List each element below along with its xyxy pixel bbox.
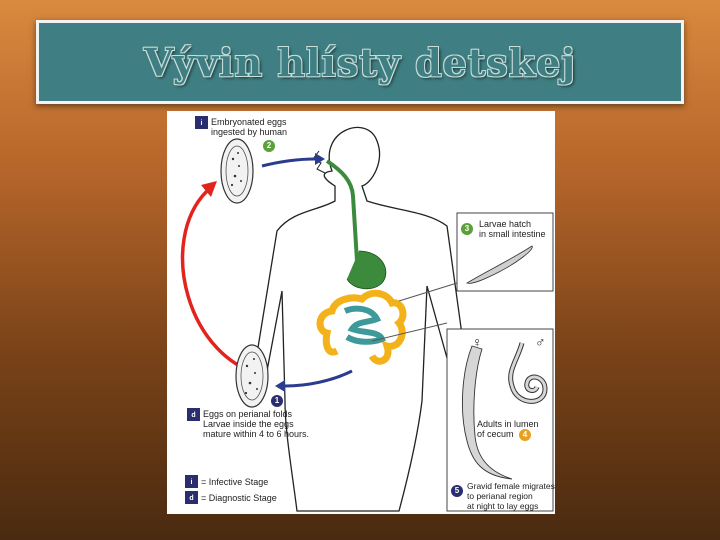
- ingestion-arrow: [261, 157, 316, 168]
- stage-marker-infective: i: [195, 116, 208, 129]
- label-embryonated-eggs: Embryonated eggs ingested by human: [211, 117, 288, 137]
- larva-pointer: [398, 282, 458, 302]
- female-worm: [461, 345, 513, 480]
- perianal-arrowhead: [275, 380, 285, 392]
- title-banner: Vývin hlísty detskej: [36, 20, 684, 104]
- stage-marker-diagnostic: d: [187, 408, 200, 421]
- badge-step-4: 4: [519, 429, 531, 441]
- female-symbol: ♀: [472, 334, 483, 350]
- page-title: Vývin hlísty detskej: [143, 39, 577, 85]
- badge-step-2: 2: [263, 140, 275, 152]
- badge-step-1: 1: [271, 395, 283, 407]
- badge-step-5: 5: [451, 485, 463, 497]
- ingestion-arrowhead: [315, 153, 325, 165]
- adults-pointer: [371, 322, 448, 342]
- larva-worm: [466, 245, 533, 284]
- egg-perianal-texture: [244, 358, 258, 395]
- egg-ingested-texture: [230, 152, 242, 187]
- stomach: [346, 250, 387, 290]
- label-larvae-hatch: Larvae hatch in small intestine: [479, 219, 546, 239]
- label-gravid-female: Gravid female migrates to perianal regio…: [467, 481, 555, 511]
- label-adults-lumen: Adults in lumen of cecum: [477, 419, 539, 439]
- legend-infective-label: = Infective Stage: [201, 477, 269, 487]
- diagram-drawing: [180, 126, 554, 512]
- pinworm-lifecycle-diagram: i Embryonated eggs ingested by human 2 3…: [167, 111, 555, 514]
- larva-box: [456, 212, 554, 292]
- large-intestine: [316, 289, 407, 365]
- legend-infective-marker: i: [185, 475, 198, 488]
- legend-diagnostic-marker: d: [185, 491, 198, 504]
- return-arrowhead: [201, 181, 217, 197]
- label-perianal-eggs: Eggs on perianal folds Larvae inside the…: [203, 409, 310, 439]
- human-body-outline: [254, 126, 468, 512]
- egg-ingested: [220, 138, 254, 204]
- male-symbol: ♂: [535, 334, 546, 350]
- legend-diagnostic-label: = Diagnostic Stage: [201, 493, 277, 503]
- badge-step-3: 3: [461, 223, 473, 235]
- perianal-arrow: [284, 369, 353, 388]
